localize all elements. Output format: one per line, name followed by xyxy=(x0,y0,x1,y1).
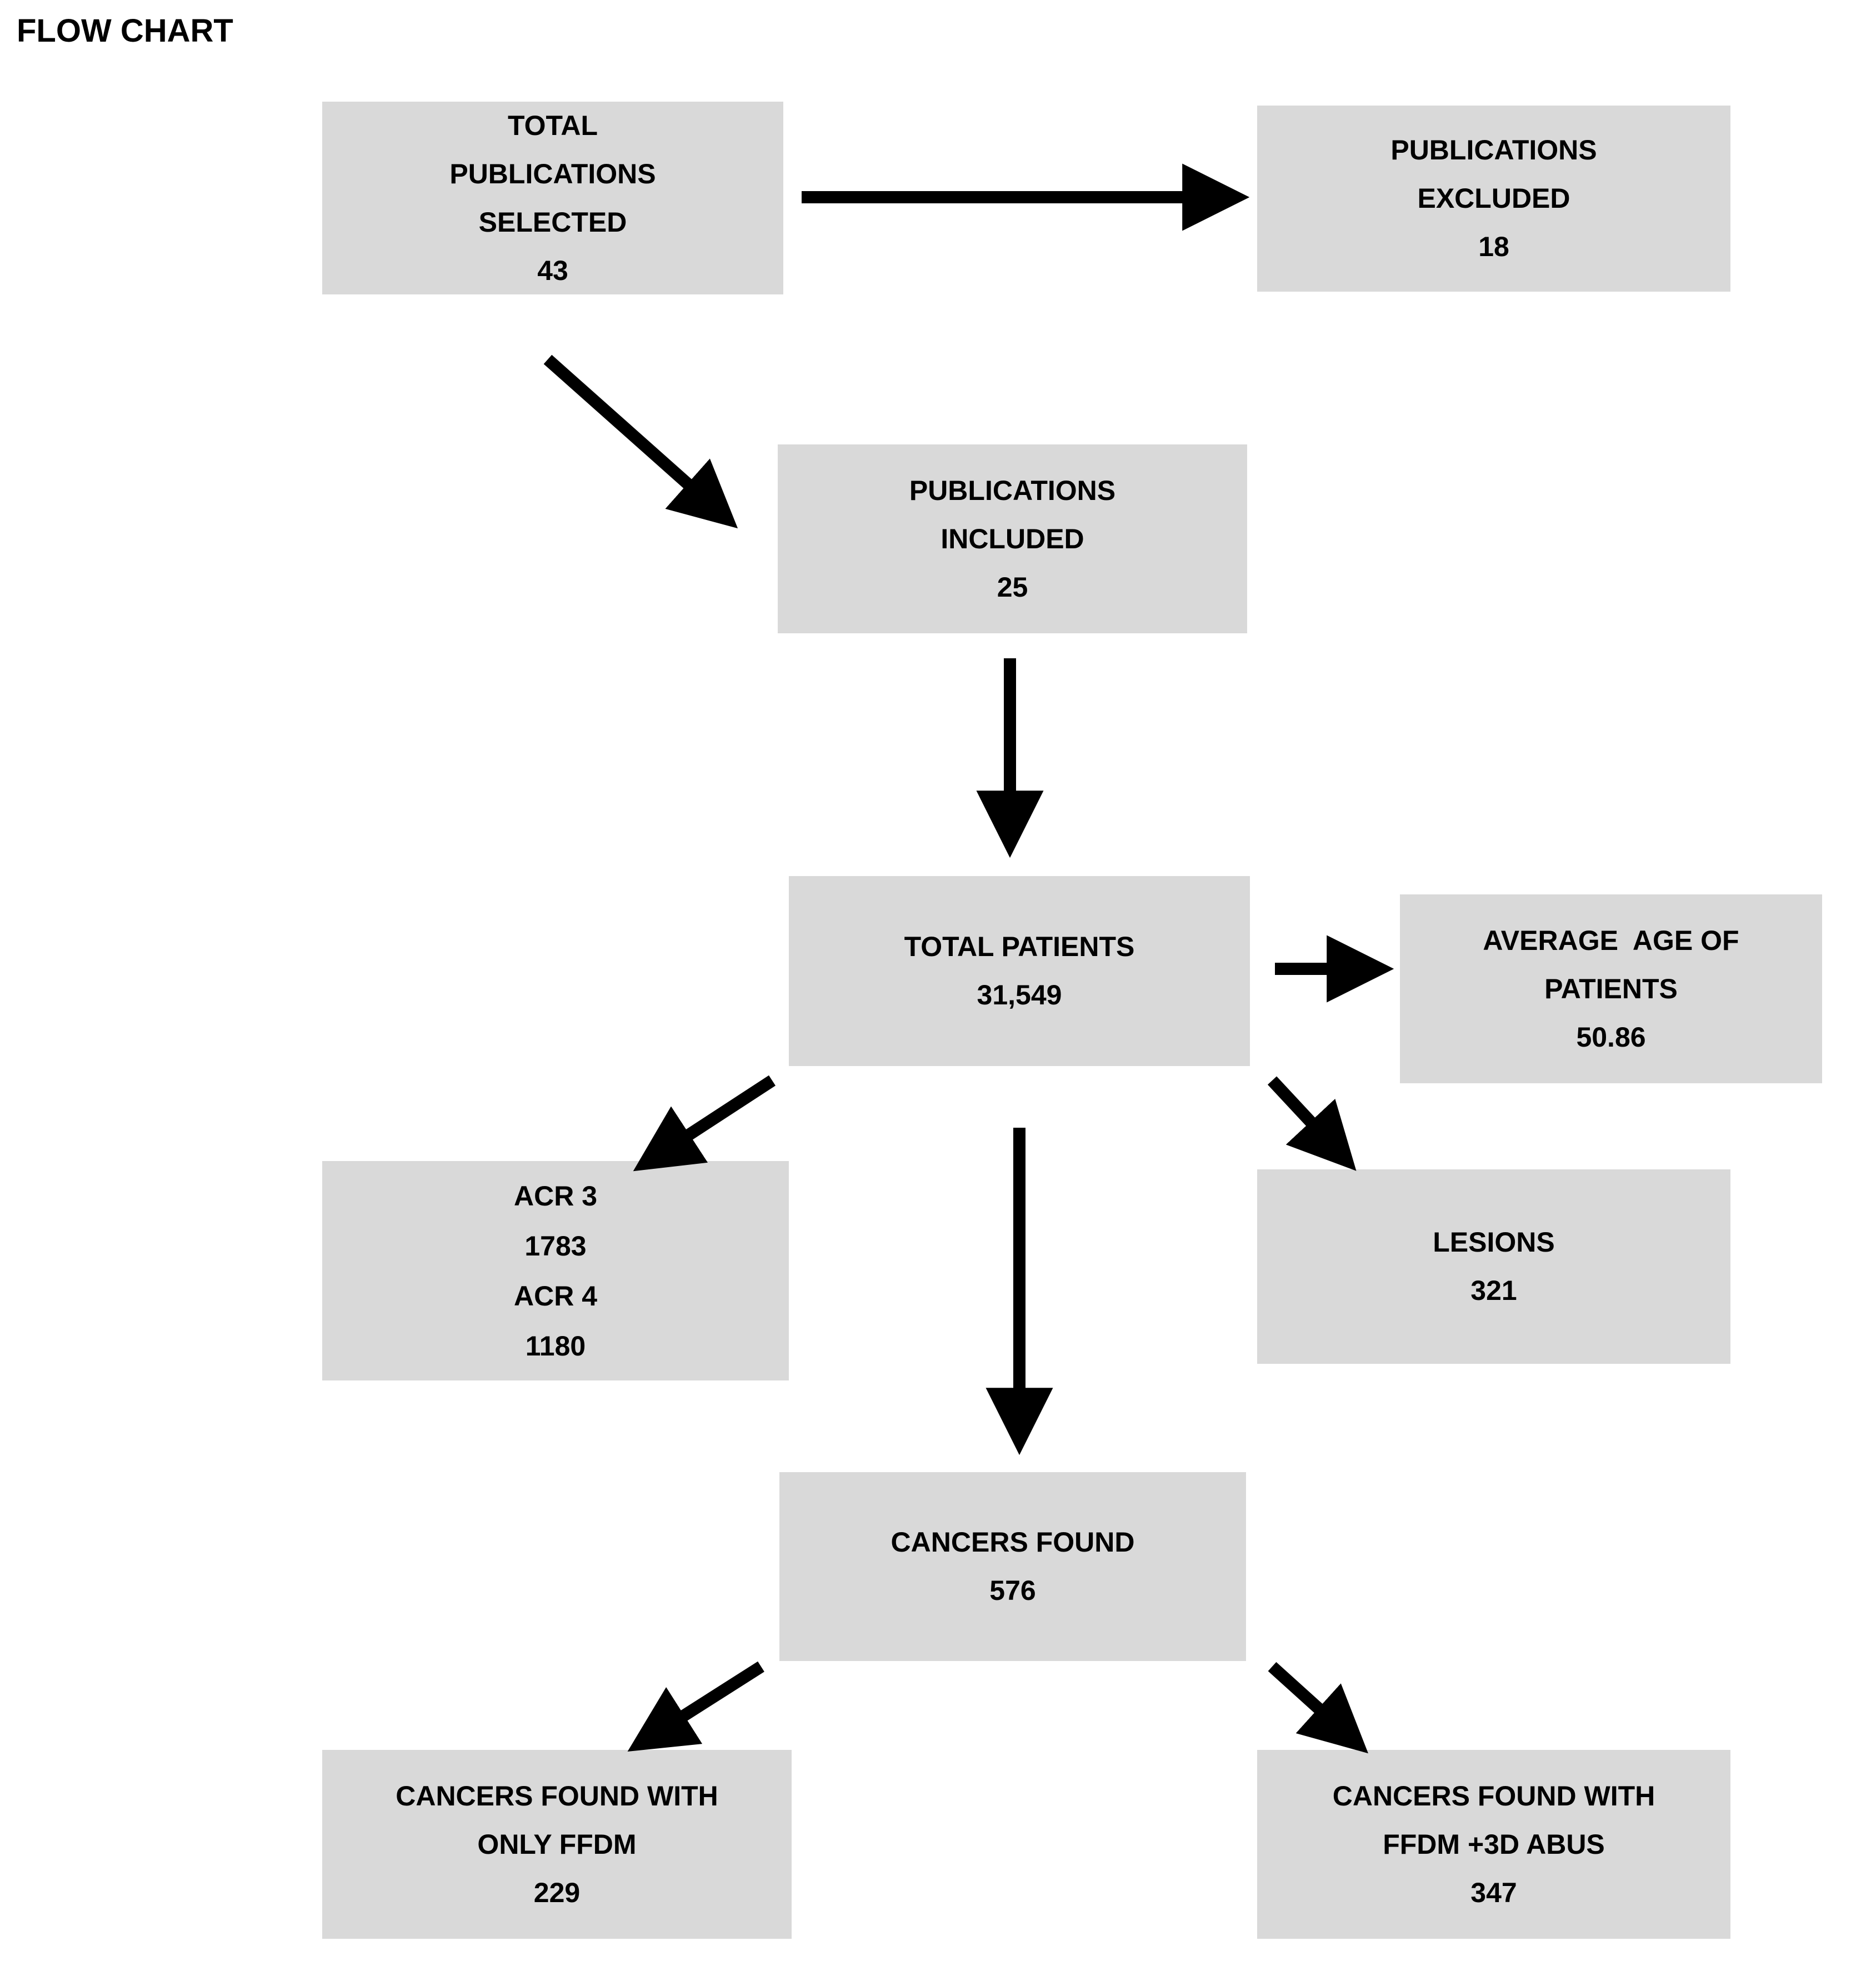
node-text-line: CANCERS FOUND WITH xyxy=(396,1780,718,1812)
node-text-line: FFDM +3D ABUS xyxy=(1383,1828,1605,1860)
node-acr-groups: ACR 3 1783 ACR 4 1180 xyxy=(322,1161,789,1380)
node-text-line: PUBLICATIONS xyxy=(909,474,1116,506)
node-value: 18 xyxy=(1478,231,1509,262)
node-text-line: ONLY FFDM xyxy=(477,1828,637,1860)
node-text-line: PUBLICATIONS xyxy=(1390,134,1597,166)
node-text-line: ACR 4 xyxy=(513,1280,598,1312)
node-cancers-found-ffdm-3d-abus: CANCERS FOUND WITH FFDM +3D ABUS 347 xyxy=(1257,1750,1730,1939)
node-text-line: CANCERS FOUND WITH xyxy=(1332,1780,1655,1812)
page-title: FLOW CHART xyxy=(17,13,233,49)
node-text-line: LESIONS xyxy=(1433,1227,1555,1258)
arrow-total-patients-to-acr xyxy=(633,1075,776,1172)
node-value: 31,549 xyxy=(977,979,1062,1010)
arrow-cancers-to-ffdm-3d-abus xyxy=(1268,1662,1368,1754)
node-cancers-found: CANCERS FOUND 576 xyxy=(779,1472,1246,1661)
node-text-line: TOTAL PATIENTS xyxy=(904,931,1135,962)
node-cancers-found-only-ffdm: CANCERS FOUND WITH ONLY FFDM 229 xyxy=(322,1750,792,1939)
node-value: 43 xyxy=(537,254,568,286)
node-value: 1180 xyxy=(525,1330,586,1362)
node-text-line: PUBLICATIONS xyxy=(449,158,656,189)
node-text-line: SELECTED xyxy=(478,206,627,238)
node-text-line: ACR 3 xyxy=(513,1180,598,1212)
node-value: 321 xyxy=(1470,1275,1517,1306)
node-text-line: PATIENTS xyxy=(1544,973,1678,1004)
node-text-line: INCLUDED xyxy=(940,523,1084,554)
node-text-line: CANCERS FOUND xyxy=(891,1527,1135,1558)
node-text-line: AVERAGE AGE OF xyxy=(1483,924,1739,956)
node-value: 347 xyxy=(1470,1877,1517,1908)
node-value: 1783 xyxy=(524,1230,587,1262)
node-value: 229 xyxy=(533,1877,581,1908)
node-lesions: LESIONS 321 xyxy=(1257,1169,1730,1364)
node-average-age-of-patients: AVERAGE AGE OF PATIENTS 50.86 xyxy=(1400,894,1822,1083)
node-text-line: EXCLUDED xyxy=(1417,183,1570,214)
node-total-patients: TOTAL PATIENTS 31,549 xyxy=(789,876,1250,1066)
node-publications-included: PUBLICATIONS INCLUDED 25 xyxy=(778,444,1247,633)
node-value: 50.86 xyxy=(1576,1021,1646,1053)
node-text-line: TOTAL xyxy=(507,109,598,141)
arrow-total-patients-to-lesions xyxy=(1267,1076,1357,1171)
node-publications-excluded: PUBLICATIONS EXCLUDED 18 xyxy=(1257,106,1730,292)
arrow-cancers-to-only-ffdm xyxy=(627,1661,764,1752)
node-value: 25 xyxy=(997,571,1028,603)
node-total-publications-selected: TOTAL PUBLICATIONS SELECTED 43 xyxy=(322,102,783,294)
node-value: 576 xyxy=(989,1575,1036,1606)
arrow-selected-to-included xyxy=(543,354,738,529)
